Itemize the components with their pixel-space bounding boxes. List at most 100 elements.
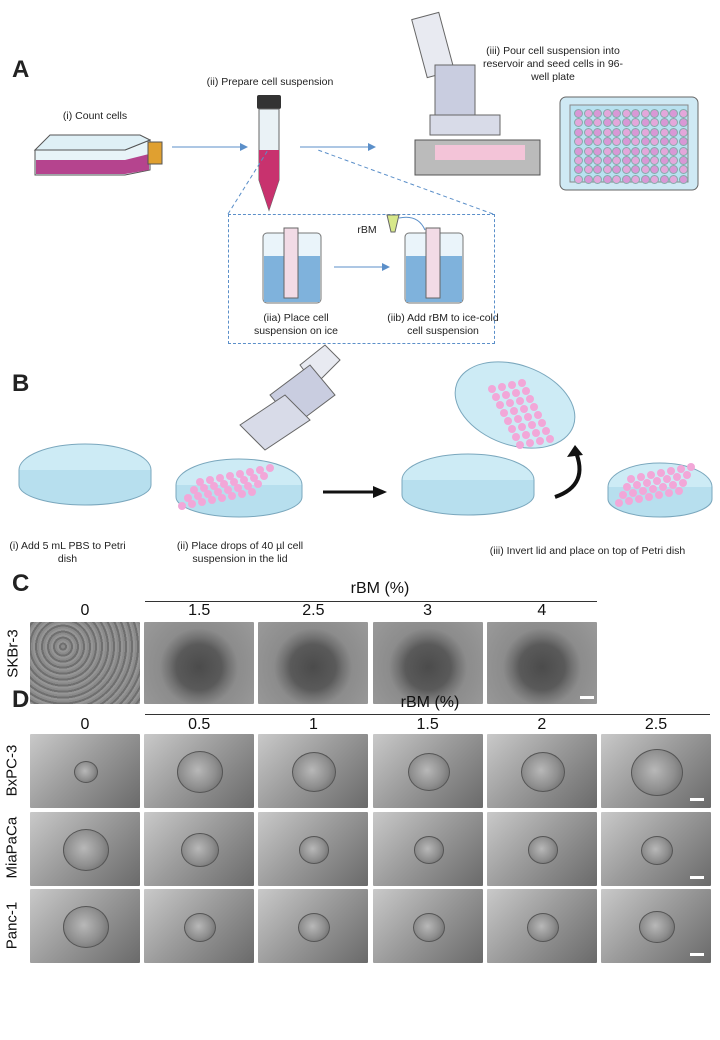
drop xyxy=(190,486,198,494)
panel-d-micrograph xyxy=(144,812,255,886)
well xyxy=(593,127,602,137)
well xyxy=(678,109,688,118)
well xyxy=(640,118,650,128)
culture-flask xyxy=(33,134,163,176)
well xyxy=(640,165,650,175)
well xyxy=(631,174,640,184)
drop xyxy=(238,490,246,498)
well xyxy=(669,165,678,175)
drop xyxy=(500,409,508,417)
panel-c-micrograph xyxy=(144,622,255,704)
well xyxy=(574,109,583,118)
spheroid xyxy=(63,829,109,871)
invert-arrow xyxy=(323,486,387,498)
drop xyxy=(506,399,514,407)
well xyxy=(593,174,602,184)
panel-d-group-line xyxy=(145,714,710,715)
drop xyxy=(623,483,631,491)
inset-box xyxy=(228,214,495,344)
step-b-ii-label: (ii) Place drops of 40 µl cell suspensio… xyxy=(176,540,304,566)
panel-c-micrograph xyxy=(486,622,597,704)
well xyxy=(640,109,650,118)
well xyxy=(640,127,650,137)
well xyxy=(574,165,583,175)
drop xyxy=(508,425,516,433)
rbm-tube xyxy=(386,214,426,233)
panel-d-micrograph xyxy=(372,812,483,886)
drop xyxy=(538,419,546,427)
drop xyxy=(208,496,216,504)
drop xyxy=(546,435,554,443)
well xyxy=(678,118,688,128)
well xyxy=(669,156,678,165)
well xyxy=(583,156,593,165)
well xyxy=(669,137,678,147)
drop xyxy=(530,403,538,411)
drop xyxy=(615,499,623,507)
panel-d-micrograph xyxy=(144,734,255,808)
well xyxy=(659,156,669,165)
well xyxy=(602,127,612,137)
drop xyxy=(665,489,673,497)
drop xyxy=(244,482,252,490)
panel-c-group-title: rBM (%) xyxy=(350,580,410,597)
drop xyxy=(260,472,268,480)
well xyxy=(574,156,583,165)
inverted-lid xyxy=(454,361,576,449)
drop xyxy=(216,474,224,482)
drop xyxy=(637,473,645,481)
well xyxy=(631,165,640,175)
well xyxy=(602,109,612,118)
drop xyxy=(683,471,691,479)
step-a-ii-label: (ii) Prepare cell suspension xyxy=(206,76,334,88)
well xyxy=(650,118,659,128)
spheroid xyxy=(184,912,217,942)
well xyxy=(650,137,659,147)
well xyxy=(621,109,631,118)
panel-d-micrograph xyxy=(372,889,483,963)
panel-d-micrograph xyxy=(601,734,711,808)
drop xyxy=(655,491,663,499)
drop xyxy=(492,393,500,401)
well xyxy=(631,137,640,147)
well xyxy=(612,137,621,147)
drop xyxy=(256,466,264,474)
arrow-a-2 xyxy=(300,143,376,151)
spheroid xyxy=(299,836,330,864)
well xyxy=(659,109,669,118)
drop xyxy=(508,381,516,389)
drop xyxy=(504,417,512,425)
drop xyxy=(250,474,258,482)
panel-c-micrograph xyxy=(372,622,483,704)
well xyxy=(659,165,669,175)
panel-a-letter: A xyxy=(12,56,30,83)
well xyxy=(631,118,640,128)
panel-c-micrograph xyxy=(30,622,140,704)
step-a-i-label: (i) Count cells xyxy=(62,110,128,122)
drop xyxy=(627,475,635,483)
panel-d-row-label: BxPC-3 xyxy=(3,744,21,797)
petri-dish-bottom xyxy=(401,453,535,516)
drop xyxy=(516,441,524,449)
well xyxy=(640,146,650,156)
drop xyxy=(210,482,218,490)
well xyxy=(612,146,621,156)
panel-c-column-label: 3 xyxy=(423,602,433,619)
well xyxy=(621,118,631,128)
drop xyxy=(206,476,214,484)
multichannel-pipette-b xyxy=(239,344,341,451)
inset-connector xyxy=(227,149,494,215)
panel-d-group-title: rBM (%) xyxy=(400,694,460,711)
panel-c-column-label: 0 xyxy=(80,602,90,619)
drop xyxy=(639,487,647,495)
panel-c-column-label: 4 xyxy=(537,602,547,619)
well xyxy=(669,146,678,156)
drop xyxy=(526,395,534,403)
well xyxy=(593,156,602,165)
arrow-a-1 xyxy=(172,143,248,151)
spheroid xyxy=(63,906,109,948)
scale-bar xyxy=(690,953,704,956)
well xyxy=(640,156,650,165)
drop xyxy=(653,477,661,485)
drop xyxy=(224,486,232,494)
